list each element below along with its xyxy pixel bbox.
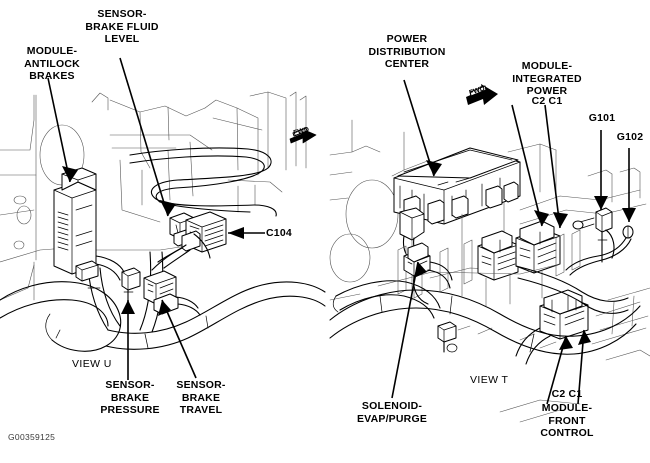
label-module-antilock-brakes: MODULE- ANTILOCK BRAKES: [24, 45, 80, 82]
right-leader-arrowheads: [414, 160, 636, 350]
sensor-brake-travel-part: [143, 270, 201, 316]
left-conduit-loops: [129, 147, 277, 217]
label-sensor-brake-pressure: SENSOR- BRAKE PRESSURE: [100, 379, 160, 416]
label-sensor-brake-fluid-level: SENSOR- BRAKE FLUID LEVEL: [85, 8, 159, 45]
fwd-arrow-left: FWD: [289, 126, 317, 144]
label-sensor-brake-travel: SENSOR- BRAKE TRAVEL: [176, 379, 226, 416]
figure-id: G00359125: [8, 432, 56, 442]
sensor-brake-pressure-part: [121, 267, 141, 303]
label-ground-g102: G102: [616, 131, 644, 143]
right-background-body-panels: [329, 119, 650, 423]
svg-text:FWD: FWD: [468, 85, 485, 97]
label-module-front-control-connectors: C2 C1: [551, 388, 583, 400]
ground-g102-part: [565, 225, 634, 276]
right-inline-connector: [437, 321, 458, 353]
label-view-t: VIEW T: [470, 374, 509, 386]
right-view-artwork: FWD: [329, 79, 650, 423]
ground-g101-part: [572, 207, 615, 263]
module-front-control-part: [515, 289, 589, 365]
left-leader-lines: [47, 57, 265, 380]
left-leader-arrowheads: [62, 166, 244, 316]
label-solenoid-evap-purge: SOLENOID- EVAP/PURGE: [356, 400, 428, 425]
left-view-artwork: FWD: [0, 57, 326, 380]
left-main-hose: [0, 281, 122, 352]
module-integrated-power-part: [477, 220, 561, 307]
svg-text:FWD: FWD: [293, 126, 310, 137]
power-distribution-center-part: [393, 147, 521, 301]
label-connector-c104: C104: [266, 227, 292, 239]
label-module-front-control: MODULE- FRONT CONTROL: [540, 402, 594, 439]
left-wires: [95, 233, 211, 281]
label-module-integrated-power-connectors: C2 C1: [531, 95, 563, 107]
fwd-arrow-right: FWD: [466, 84, 498, 105]
connector-c104-part: [151, 211, 227, 271]
label-module-integrated-power: MODULE- INTEGRATED POWER: [512, 60, 582, 97]
right-hoses: [329, 265, 641, 355]
left-secondary-hose: [105, 281, 326, 350]
label-view-u: VIEW U: [72, 358, 112, 370]
label-ground-g101: G101: [588, 112, 616, 124]
label-power-distribution-center: POWER DISTRIBUTION CENTER: [368, 33, 446, 70]
